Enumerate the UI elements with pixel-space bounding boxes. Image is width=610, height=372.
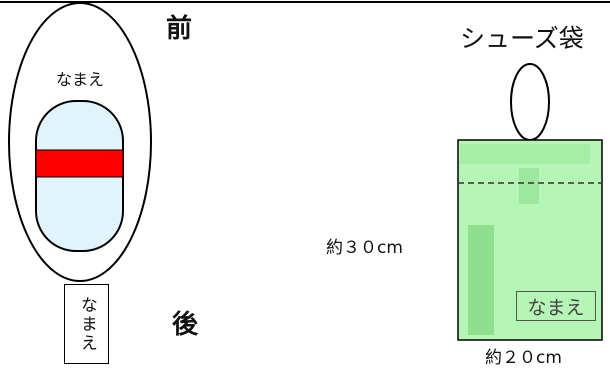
bag-patch-mid — [519, 168, 539, 204]
front-label: 前 — [166, 14, 193, 44]
heel-name-tag: なまえ — [64, 284, 109, 364]
bag-width-label: 約２０cm — [485, 348, 562, 368]
bag-patch-top — [460, 144, 590, 164]
bag-patch-left — [468, 225, 494, 335]
back-label: 後 — [172, 310, 199, 340]
shoe-strap — [35, 149, 124, 178]
bag-handle — [510, 63, 550, 141]
shoe-name-label: なまえ — [56, 70, 105, 89]
bag-height-label: 約３０cm — [326, 238, 403, 258]
bag-title: シューズ袋 — [460, 24, 584, 53]
bag-name-tag: なまえ — [516, 291, 596, 321]
